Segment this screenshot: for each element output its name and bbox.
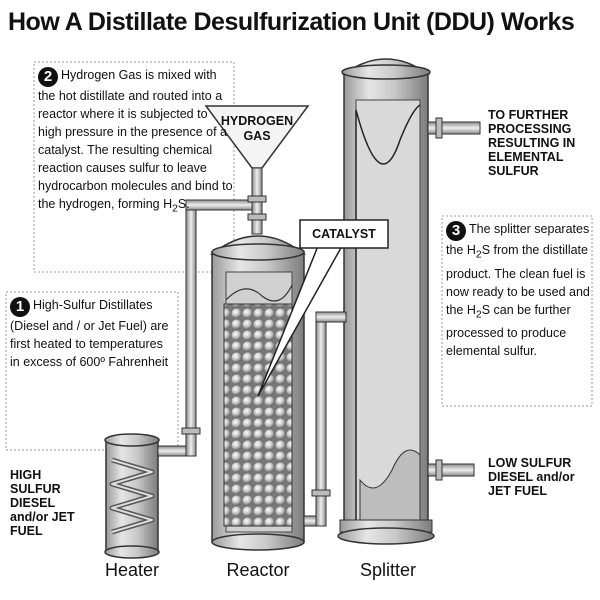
step-3-text-b: S from the distillate product. The clean…	[446, 243, 590, 317]
splitter-top-outlet-pipe	[427, 117, 481, 139]
step-3-subscript-b: 2	[475, 309, 482, 320]
catalyst-callout-box	[299, 219, 389, 249]
step-3-subscript-a: 2	[475, 249, 482, 261]
step-2-text-end: S.	[177, 197, 190, 211]
step2-box	[33, 61, 235, 273]
splitter-column	[337, 58, 435, 545]
step-3-number: 3	[446, 221, 466, 241]
step3-box	[441, 215, 593, 407]
page-title: How A Distillate Desulfurization Unit (D…	[8, 8, 575, 36]
step-1-number: 1	[10, 297, 30, 317]
catalyst-label: CATALYST	[312, 227, 376, 241]
heater-label: Heater	[104, 560, 160, 580]
step-2-text: Hydrogen Gas is mixed with the hot disti…	[38, 68, 233, 211]
splitter-bottom-outlet-pipe	[427, 459, 475, 481]
further-processing-label: TO FURTHER PROCESSING RESULTING IN ELEME…	[488, 108, 576, 178]
heater-vessel	[104, 433, 160, 559]
hydrogen-gas-label: HYDROGEN GAS	[220, 114, 294, 143]
reactor-label: Reactor	[226, 560, 290, 580]
reactor-to-splitter-pipe	[303, 311, 347, 527]
low-sulfur-output-label: LOW SULFUR DIESEL and/or JET FUEL	[488, 456, 575, 498]
high-sulfur-input-label: HIGH SULFUR DIESEL and/or JET FUEL	[10, 468, 75, 538]
step-1-text: High-Sulfur Distillates (Diesel and / or…	[10, 298, 169, 369]
step-3-text-c: S can be further processed to produce el…	[446, 302, 571, 359]
splitter-label: Splitter	[359, 560, 417, 580]
hydrogen-gas-funnel	[204, 105, 310, 235]
step-2-number: 2	[38, 67, 58, 87]
step1-box	[5, 291, 179, 451]
step-2-subscript: 2	[172, 203, 178, 215]
step-3-text-a: The splitter separates the H	[446, 222, 590, 257]
